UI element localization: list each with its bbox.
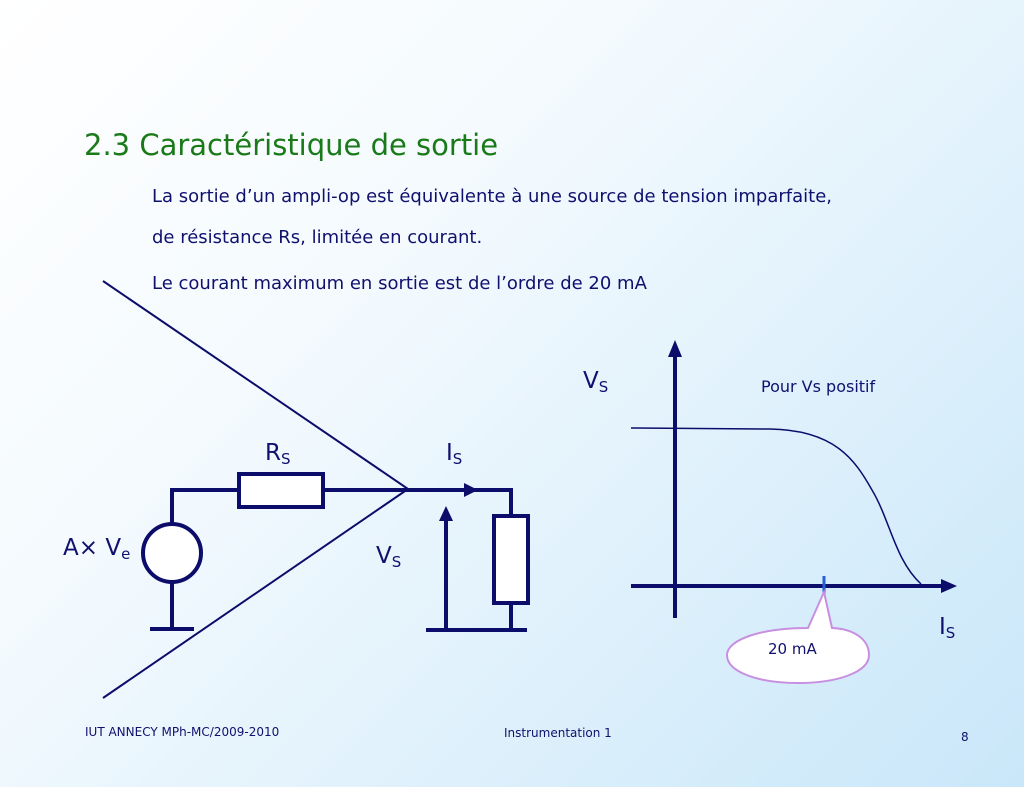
resistor-load bbox=[492, 514, 530, 605]
wire-source-to-rs bbox=[170, 488, 239, 523]
graph-x-label: IS bbox=[939, 614, 956, 642]
callout-text: 20 mA bbox=[768, 640, 817, 658]
graph-x-axis-arrow bbox=[941, 579, 957, 593]
characteristic-curve bbox=[630, 427, 922, 585]
graph-y-axis-arrow bbox=[668, 340, 682, 357]
page-number: 8 bbox=[961, 730, 969, 744]
footer-center: Instrumentation 1 bbox=[504, 726, 612, 740]
vs-arrow-head bbox=[439, 506, 453, 521]
label-source: A× Ve bbox=[63, 535, 131, 563]
label-vs-circuit: VS bbox=[376, 543, 402, 571]
graph-y-label: VS bbox=[583, 368, 609, 396]
wire-output-to-load bbox=[466, 488, 513, 516]
voltage-source bbox=[141, 522, 203, 584]
footer-left: IUT ANNECY MPh-MC/2009-2010 bbox=[85, 725, 280, 739]
callout-bubble bbox=[725, 588, 871, 685]
graph-note: Pour Vs positif bbox=[761, 377, 876, 396]
is-arrow-head bbox=[464, 483, 478, 497]
resistor-rs bbox=[237, 472, 325, 509]
paragraph-1: La sortie d’un ampli-op est équivalente … bbox=[152, 186, 833, 207]
label-is-circuit: IS bbox=[446, 440, 463, 468]
paragraph-3: Le courant maximum en sortie est de l’or… bbox=[152, 273, 647, 294]
slide-title: 2.3 Caractéristique de sortie bbox=[84, 128, 499, 162]
opamp-upper-edge bbox=[102, 280, 409, 490]
label-rs: RS bbox=[265, 440, 291, 468]
paragraph-2: de résistance Rs, limitée en courant. bbox=[152, 227, 483, 248]
opamp-lower-edge bbox=[102, 488, 409, 699]
